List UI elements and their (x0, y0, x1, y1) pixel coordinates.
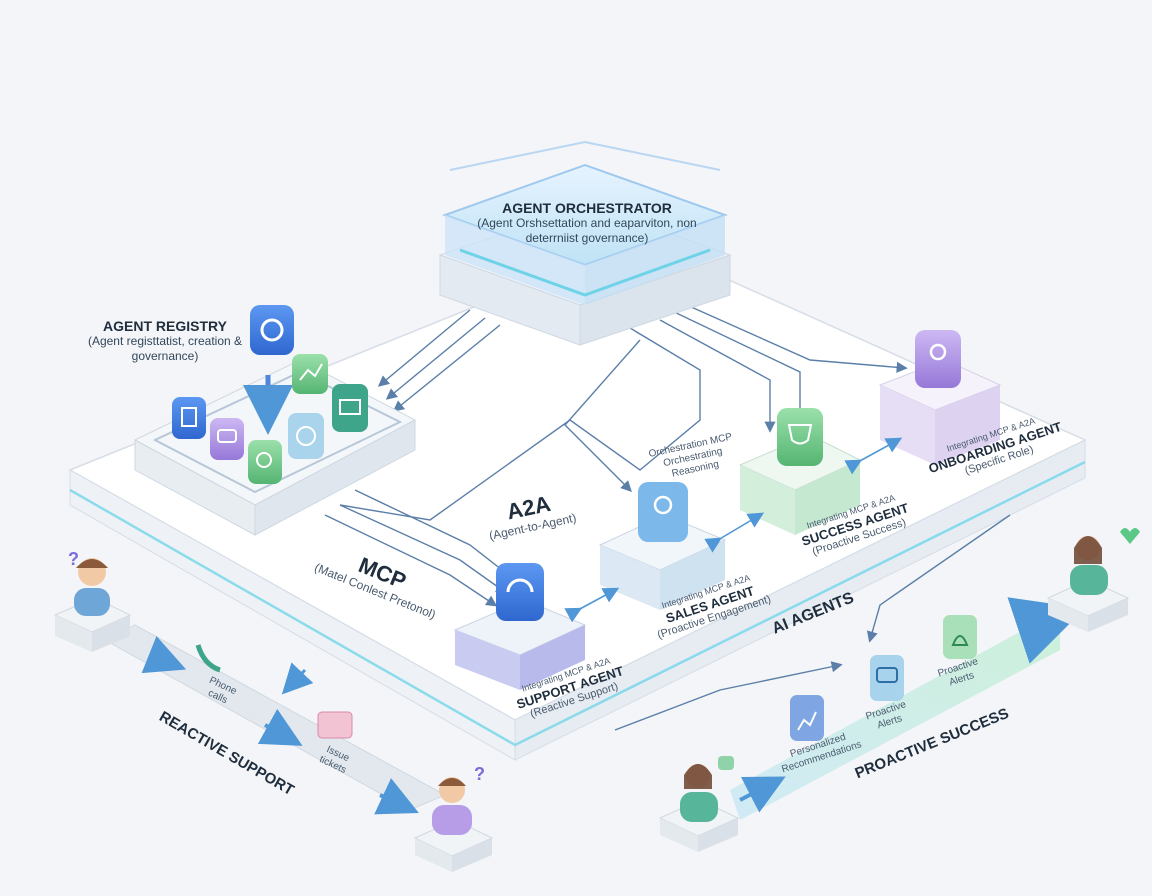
success-agent-block (738, 408, 862, 535)
avatar-agent-bottom (658, 756, 740, 852)
chart-icon (292, 354, 328, 394)
avatar-agent-top-right (1046, 528, 1140, 632)
bell-icon (943, 615, 977, 659)
file-icon (172, 397, 206, 439)
registry-label: AGENT REGISTRY (Agent registtatist, crea… (80, 318, 250, 364)
orchestrator-block (438, 140, 732, 346)
trophy-icon (777, 408, 823, 466)
avatar-customer-top-left: ? (53, 549, 132, 652)
orchestrator-subtitle: (Agent Orshsettation and eaparviton, non… (477, 216, 697, 245)
orchestrator-label: AGENT ORCHESTRATOR (Agent Orshsettation … (462, 200, 712, 246)
globe-icon (288, 413, 324, 459)
avatar-customer-bottom: ? (413, 764, 494, 872)
a2a-links (564, 437, 903, 623)
registry-title: AGENT REGISTRY (103, 318, 227, 334)
gear-icon (250, 305, 294, 355)
registry-icons (172, 305, 368, 484)
svg-text:?: ? (68, 549, 79, 569)
phone-icon (195, 644, 221, 673)
onboarding-agent-block (878, 330, 1002, 465)
orchestrator-title: AGENT ORCHESTRATOR (502, 200, 672, 216)
chart-icon (790, 695, 824, 741)
search-icon (248, 440, 282, 484)
ticket-icon (317, 711, 353, 739)
headset-icon (496, 563, 544, 621)
chat-icon (870, 655, 904, 701)
chat-icon (210, 418, 244, 460)
support-agent-block (453, 563, 587, 690)
proactive-path (730, 597, 1085, 820)
people-icon (332, 384, 368, 432)
svg-text:?: ? (474, 764, 485, 784)
main-platform (68, 239, 1087, 761)
registry-subtitle: (Agent registtatist, creation & governan… (87, 334, 243, 363)
sales-agent-block (598, 482, 727, 610)
